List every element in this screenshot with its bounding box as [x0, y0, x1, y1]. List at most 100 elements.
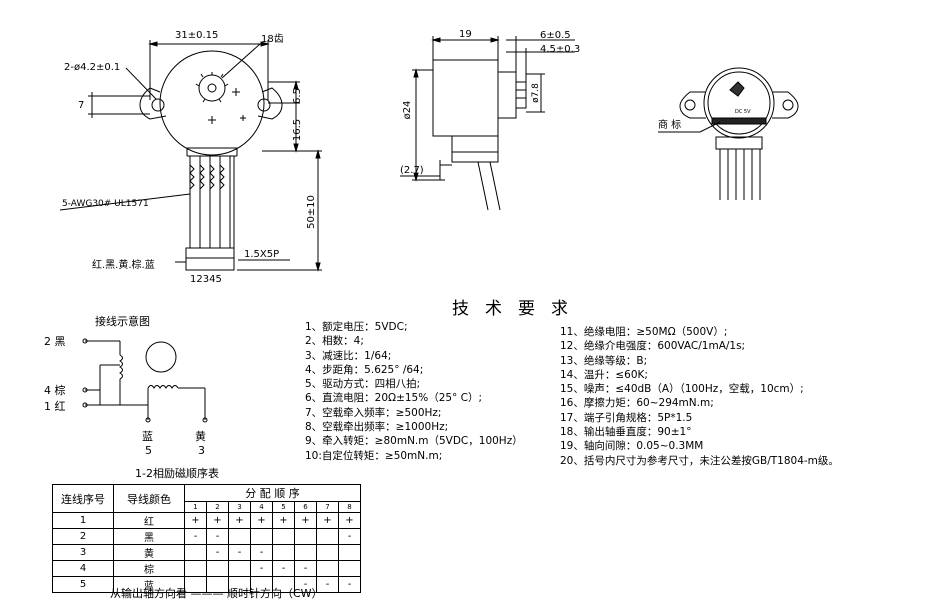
dim-50: 50±10: [306, 195, 317, 229]
label-view: [658, 67, 799, 200]
wire-no: 5: [52, 576, 114, 593]
spec-item: 1、额定电压：5VDC;: [305, 321, 408, 333]
requirements-title: 技术要求: [452, 299, 584, 319]
table-row: 5 蓝 - - -: [52, 576, 361, 593]
spec-item: 2、相数：4;: [305, 335, 364, 348]
dim-7: 7: [78, 100, 84, 111]
step-number: 7: [316, 501, 339, 513]
spec-item: 19、轴向间隙：0.05~0.3MM: [560, 440, 704, 453]
requirements-right: 11、绝缘电阻：≥50MΩ（500V）; 12、绝缘介电强度：600VAC/1m…: [560, 325, 839, 468]
wire-no: 4: [52, 560, 114, 577]
dim-width: 31±0.15: [175, 30, 218, 41]
spec-item: 9、牵入转矩：≥80mN.m（5VDC，100Hz）: [305, 435, 523, 448]
dim-wire: 5-AWG30# UL1571: [62, 199, 149, 209]
dim-16-5: 16.5: [292, 119, 303, 141]
step-number: 2: [206, 501, 229, 513]
step-number: 4: [250, 501, 273, 513]
dim-connector: 1.5X5P: [244, 249, 279, 260]
brand-label: 商 标: [658, 118, 681, 131]
cell: +: [228, 512, 251, 529]
spec-item: 20、括号内尺寸为参考尺寸，未注公差按GB/T1804-m级。: [560, 454, 839, 467]
cell: [184, 560, 207, 577]
cell: [316, 528, 339, 545]
cell: [228, 560, 251, 577]
dim-6: 6±0.5: [540, 30, 571, 41]
cell: +: [294, 512, 317, 529]
spec-item: 13、绝缘等级：B;: [560, 354, 648, 367]
cell: +: [250, 512, 273, 529]
cell: [272, 528, 295, 545]
cell: -: [338, 576, 361, 593]
spec-item: 8、空载牵出频率：≥1000Hz;: [305, 421, 449, 434]
cell: -: [206, 528, 229, 545]
cell: -: [250, 560, 273, 577]
wire-color: 红: [113, 512, 185, 529]
cell: [338, 544, 361, 561]
spec-item: 4、步距角：5.625° /64;: [305, 363, 424, 376]
cell: +: [338, 512, 361, 529]
sequence-table: 连线序号 导线颜色 分 配 顺 序 1 2 3 4 5 6 7 8 1 红 + …: [52, 484, 361, 593]
wire-label-yellow: 黄: [195, 429, 206, 443]
step-number: 8: [338, 501, 361, 513]
wire-label-2: 2 黑: [44, 335, 66, 348]
cell: [250, 528, 273, 545]
wire-label-blue: 蓝: [142, 430, 153, 443]
wire-no: 3: [52, 544, 114, 561]
label-dc: DC 5V: [735, 109, 751, 115]
cell: [184, 544, 207, 561]
cell: +: [206, 512, 229, 529]
cell: -: [184, 528, 207, 545]
cell: [294, 528, 317, 545]
dim-4-5: 4.5±0.3: [540, 44, 580, 55]
cell: +: [272, 512, 295, 529]
wire-color: 黑: [113, 528, 185, 545]
spec-item: 3、减速比：1/64;: [305, 349, 392, 362]
sequence-title: 1-2相励磁顺序表: [135, 467, 219, 480]
spec-item: 6、直流电阻：20Ω±15%（25° C）;: [305, 392, 483, 405]
cell: -: [206, 544, 229, 561]
step-number: 3: [228, 501, 251, 513]
cell: -: [338, 528, 361, 545]
step-number: 5: [272, 501, 295, 513]
wire-label-1: 1 红: [44, 400, 66, 413]
spec-item: 18、输出轴垂直度：90±1°: [560, 426, 692, 439]
step-number: 6: [294, 501, 317, 513]
side-view: [400, 36, 575, 211]
spec-item: 11、绝缘电阻：≥50MΩ（500V）;: [560, 326, 728, 338]
cell: [316, 560, 339, 577]
cell: [228, 528, 251, 545]
rotation-note: 从输出轴方向看 ——— 顺时针方向（CW）: [110, 587, 323, 600]
cell: -: [272, 560, 295, 577]
dim-19: 19: [459, 29, 472, 40]
spec-item: 7、空载牵入频率：≥500Hz;: [305, 406, 442, 419]
cell: +: [316, 512, 339, 529]
table-row: 4 棕 - - -: [52, 560, 361, 577]
front-view: [59, 40, 322, 272]
wiring-diagram: [82, 338, 208, 423]
cell: -: [294, 560, 317, 577]
wire-label-4: 4 棕: [44, 383, 66, 397]
spec-item: 14、温升：≤60K;: [560, 368, 648, 381]
spec-item: 17、端子引角规格：5P*1.5: [560, 411, 693, 424]
wire-no: 2: [52, 528, 114, 545]
dim-holes: 2-ø4.2±0.1: [64, 62, 120, 73]
spec-item: 15、噪声：≤40dB（A）（100Hz，空载，10cm）;: [560, 383, 804, 396]
cell: -: [250, 544, 273, 561]
spec-item: 10:自定位转矩：≥50mN.m;: [305, 449, 443, 462]
wire-no: 1: [52, 512, 114, 529]
header-wire-no: 连线序号: [52, 484, 114, 513]
cell: [272, 544, 295, 561]
dim-d24: ø24: [402, 101, 413, 120]
dim-teeth: 18齿: [261, 33, 284, 45]
dim-2-7: (2.7): [400, 165, 424, 176]
dim-d7-8: ø7.8: [531, 83, 541, 103]
cell: +: [184, 512, 207, 529]
cell: [206, 560, 229, 577]
requirements-left: 1、额定电压：5VDC; 2、相数：4; 3、减速比：1/64; 4、步距角：5…: [305, 320, 523, 463]
wire-color: 黄: [113, 544, 185, 561]
cell: [294, 544, 317, 561]
wire-colors: 红.黑.黄.棕.蓝: [92, 258, 155, 271]
header-wire-color: 导线颜色: [113, 484, 185, 513]
spec-item: 16、摩擦力矩：60~294mN.m;: [560, 397, 714, 410]
header-order: 分 配 顺 序: [184, 484, 361, 502]
